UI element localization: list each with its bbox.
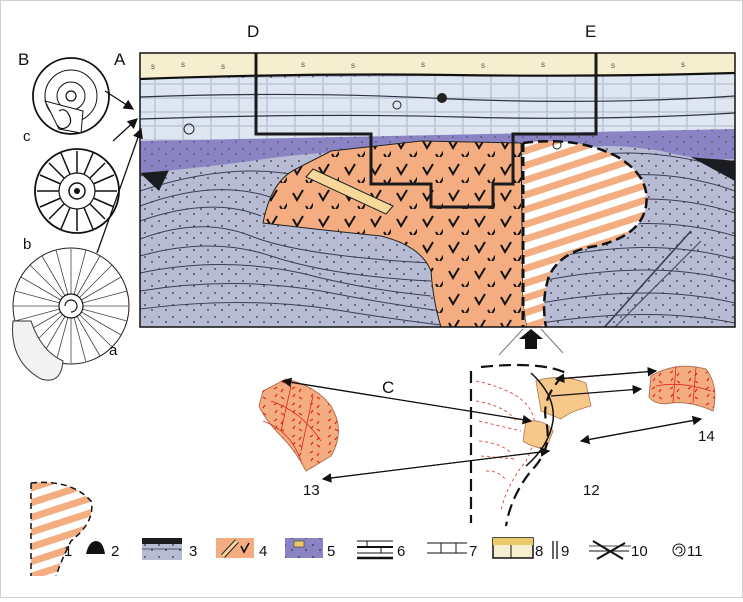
up-arrow (519, 329, 543, 349)
legend-swatch-11 (673, 544, 685, 556)
mound-symbol (437, 93, 447, 103)
legend-swatch-5 (285, 538, 323, 558)
ammonite-a (13, 248, 129, 380)
legend-8: 8 (535, 543, 543, 560)
ammonite-c (33, 58, 109, 134)
legend-swatch-6 (357, 541, 393, 558)
svg-text:s: s (421, 60, 425, 69)
label-14: 14 (698, 428, 715, 445)
legend-9: 9 (561, 543, 569, 560)
label-B: B (18, 50, 29, 69)
label-a: a (109, 342, 118, 359)
svg-text:s: s (151, 62, 155, 71)
legend-swatch-9 (553, 541, 557, 559)
label-12: 12 (583, 482, 600, 499)
detail-13 (259, 379, 339, 471)
svg-text:s: s (611, 61, 615, 70)
label-E: E (585, 22, 596, 41)
legend-swatch-2 (86, 541, 105, 554)
svg-text:s: s (301, 60, 305, 69)
legend-6: 6 (397, 543, 405, 560)
legend-swatch-1 (31, 482, 92, 576)
legend-2: 2 (111, 543, 119, 560)
label-c: c (23, 128, 31, 145)
legend-5: 5 (327, 543, 335, 560)
label-C: C (382, 378, 394, 397)
legend-7: 7 (469, 543, 477, 560)
detail-14 (649, 366, 715, 411)
legend: 1 2 3 4 5 (31, 482, 703, 576)
legend-10: 10 (631, 543, 648, 560)
label-D: D (247, 22, 259, 41)
label-A: A (114, 50, 126, 69)
legend-swatch-4 (216, 538, 254, 558)
detail-12 (469, 365, 591, 526)
legend-1: 1 (64, 543, 72, 560)
svg-text:s: s (351, 61, 355, 70)
legend-swatch-8 (493, 538, 533, 558)
legend-swatch-3 (142, 538, 182, 560)
label-b: b (23, 236, 31, 253)
svg-text:s: s (681, 60, 685, 69)
legend-4: 4 (259, 543, 267, 560)
legend-swatch-10 (589, 541, 631, 559)
svg-text:s: s (181, 60, 185, 69)
ammonite-b (35, 149, 119, 233)
legend-swatch-7 (427, 543, 467, 553)
svg-text:s: s (221, 62, 225, 71)
svg-text:s: s (541, 60, 545, 69)
legend-11: 11 (687, 543, 703, 560)
svg-text:s: s (481, 61, 485, 70)
legend-3: 3 (189, 543, 197, 560)
label-13: 13 (303, 482, 320, 499)
